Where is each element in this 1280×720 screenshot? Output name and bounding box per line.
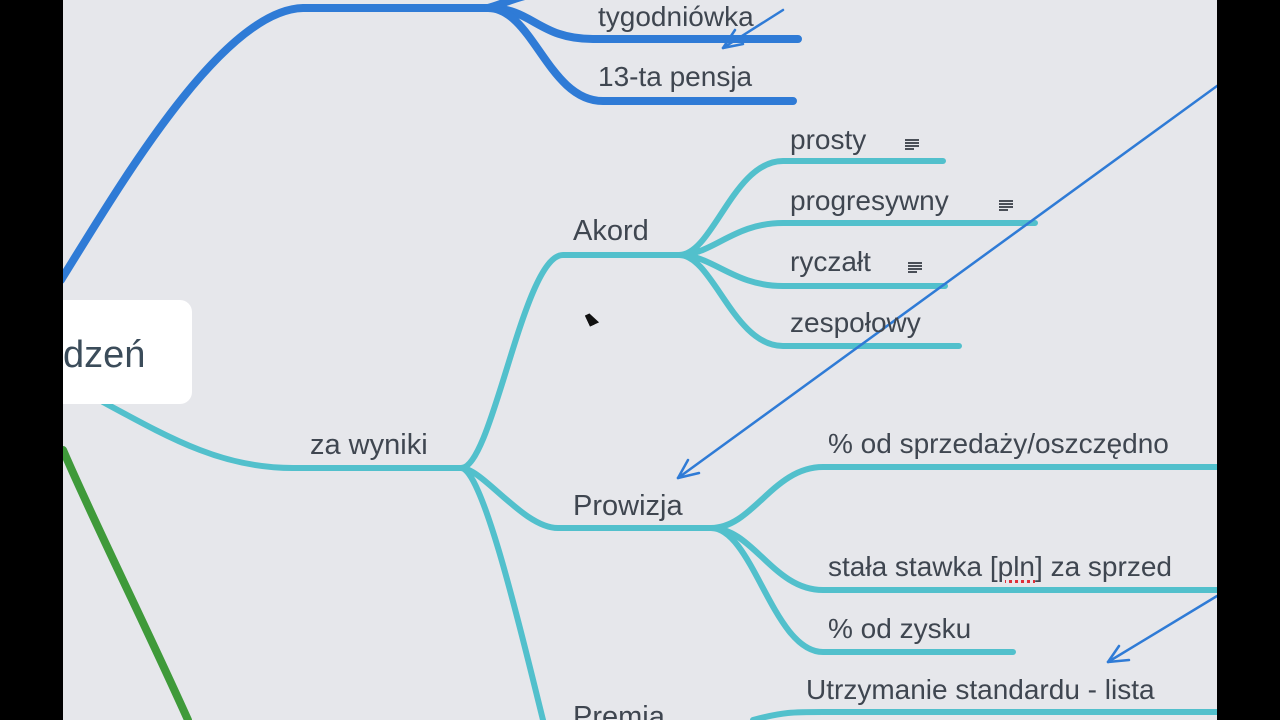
relation-arrow-prowizja-head bbox=[676, 458, 701, 480]
node-utrzymanie-standardu[interactable]: Utrzymanie standardu - lista bbox=[806, 674, 1155, 705]
blue-branch-main bbox=[63, 4, 492, 284]
relation-arrow-top bbox=[721, 8, 785, 50]
teal-branch-root-link bbox=[100, 399, 464, 471]
root-node[interactable] bbox=[63, 300, 192, 404]
note-lines-icon[interactable] bbox=[908, 262, 922, 274]
node-premia[interactable]: Premia bbox=[573, 701, 665, 720]
node-prosty[interactable]: prosty bbox=[790, 124, 867, 155]
node-prowizja[interactable]: Prowizja bbox=[573, 490, 683, 522]
teal-link-procent-zysku bbox=[708, 525, 1016, 655]
stala-stawka-text-c: ] za sprzed bbox=[1035, 551, 1172, 582]
teal-link-prowizja bbox=[458, 465, 714, 531]
node-procent-od-zysku[interactable]: % od zysku bbox=[828, 613, 972, 644]
node-akord[interactable]: Akord bbox=[573, 215, 649, 247]
node-progresywny[interactable]: progresywny bbox=[790, 185, 949, 216]
stala-stawka-text-a: stała stawka [ bbox=[828, 551, 998, 582]
blue-branch-link-13ta bbox=[484, 4, 797, 105]
relation-arrow-bottom-head bbox=[1106, 644, 1131, 664]
mind-map-canvas[interactable]: dzeń tygodniówka 13-ta pensja za wyniki … bbox=[63, 0, 1217, 720]
green-branch bbox=[63, 446, 192, 720]
teal-link-utrzymanie bbox=[750, 709, 1217, 720]
node-stala-stawka[interactable]: stała stawka [pln] za sprzed bbox=[828, 550, 1172, 584]
note-lines-icon[interactable] bbox=[999, 200, 1013, 212]
stala-stawka-spellcheck-word: pln bbox=[997, 551, 1036, 582]
node-ryczalt[interactable]: ryczałt bbox=[790, 246, 871, 277]
teal-link-premia bbox=[458, 465, 546, 720]
relation-arrow-prowizja bbox=[676, 84, 1217, 480]
node-zespolowy[interactable]: zespołowy bbox=[790, 307, 921, 338]
note-lines-icon[interactable] bbox=[905, 139, 919, 151]
mind-map-connectors bbox=[63, 0, 1217, 720]
relation-arrow-top-head bbox=[721, 28, 745, 50]
blue-branch-top bbox=[484, 0, 525, 12]
node-za-wyniki[interactable]: za wyniki bbox=[310, 429, 428, 461]
teal-link-akord bbox=[458, 252, 682, 471]
teal-link-procent-sprzedazy bbox=[708, 464, 1217, 531]
node-13ta-pensja[interactable]: 13-ta pensja bbox=[598, 61, 753, 92]
node-procent-od-sprzedazy[interactable]: % od sprzedaży/oszczędno bbox=[828, 428, 1169, 459]
node-tygodniowka[interactable]: tygodniówka bbox=[598, 1, 754, 32]
relation-arrow-bottom bbox=[1106, 594, 1217, 664]
teal-link-zespolowy bbox=[676, 252, 962, 349]
root-node-label: dzeń bbox=[63, 334, 146, 376]
